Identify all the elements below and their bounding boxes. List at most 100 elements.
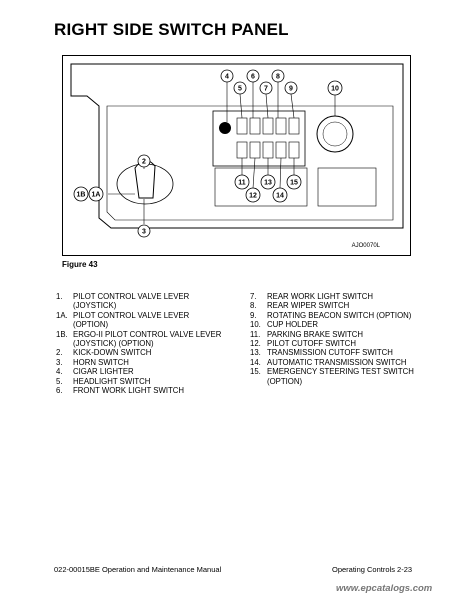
legend-item-number: 13.	[250, 348, 261, 358]
legend-item-line: (OPTION)	[73, 320, 109, 330]
legend-item-line: (JOYSTICK)	[73, 301, 117, 311]
callout-2: 2	[137, 154, 151, 168]
panel-inner-outline	[106, 105, 394, 221]
legend-item-text: FRONT WORK LIGHT SWITCH	[73, 386, 236, 395]
legend-item-line: EMERGENCY STEERING TEST SWITCH	[267, 367, 414, 377]
legend-item: 6. FRONT WORK LIGHT SWITCH	[56, 386, 236, 395]
svg-text:13: 13	[264, 180, 272, 187]
legend-item-text: REAR WIPER SWITCH	[267, 301, 450, 310]
legend-item-text: EMERGENCY STEERING TEST SWITCH(OPTION)	[267, 367, 450, 386]
callout-8: 8	[271, 69, 285, 83]
legend-item: 11.PARKING BRAKE SWITCH	[250, 330, 450, 339]
svg-text:11: 11	[238, 180, 246, 187]
figure-code: AJO0070L	[351, 243, 380, 249]
legend-item-text: AUTOMATIC TRANSMISSION SWITCH	[267, 358, 450, 367]
switch-row-top	[236, 117, 300, 135]
callout-11: 11	[234, 174, 250, 190]
svg-text:3: 3	[142, 229, 146, 236]
cigar-lighter-shape	[219, 122, 231, 134]
legend-item-line: AUTOMATIC TRANSMISSION SWITCH	[267, 357, 407, 367]
legend-item-text: ERGO-II PILOT CONTROL VALVE LEVER(JOYSTI…	[73, 330, 236, 349]
legend-item-number: 14.	[250, 357, 261, 367]
legend-item-text: HORN SWITCH	[73, 358, 236, 367]
callout-5: 5	[233, 81, 247, 95]
legend-item-text: ROTATING BEACON SWITCH (OPTION)	[267, 311, 450, 320]
legend-item-number: 3.	[56, 357, 63, 367]
page-title: RIGHT SIDE SWITCH PANEL	[54, 20, 289, 39]
legend-item: 4. CIGAR LIGHTER	[56, 367, 236, 376]
figure-caption: Figure 43	[62, 260, 98, 269]
legend-right: 7. REAR WORK LIGHT SWITCH 8. REAR WIPER SWI…	[250, 292, 450, 386]
legend-item-text: PILOT CUTOFF SWITCH	[267, 339, 450, 348]
legend-item: 9. ROTATING BEACON SWITCH (OPTION)	[250, 311, 450, 320]
svg-text:2: 2	[142, 159, 146, 166]
footer-manual-title: 022-00015BE Operation and Maintenance Ma…	[54, 565, 222, 574]
legend-item-number: 9.	[250, 310, 257, 320]
svg-text:15: 15	[290, 180, 298, 187]
switch-cluster	[212, 110, 306, 167]
legend-item-number: 7.	[250, 292, 257, 301]
switch-panel-diagram: 4 6 8 5 7 9 10 2 1B 1A 3 11 13 15 12 14	[70, 63, 404, 238]
legend-item: 3. HORN SWITCH	[56, 358, 236, 367]
svg-text:1A: 1A	[92, 192, 101, 199]
legend-item-number: 11.	[250, 329, 261, 339]
figure-box: 4 6 8 5 7 9 10 2 1B 1A 3 11 13 15 12 14 …	[62, 55, 411, 256]
legend-item-text: TRANSMISSION CUTOFF SWITCH	[267, 348, 450, 357]
legend-item: 1A.PILOT CONTROL VALVE LEVER(OPTION)	[56, 311, 236, 330]
svg-text:9: 9	[289, 86, 293, 93]
legend-item-text: PILOT CONTROL VALVE LEVER(OPTION)	[73, 311, 236, 330]
callout-1b: 1B	[73, 186, 89, 202]
callout-7: 7	[259, 81, 273, 95]
legend-item-number: 1B.	[56, 329, 68, 339]
svg-text:12: 12	[249, 193, 257, 200]
legend-item-line: ROTATING BEACON SWITCH (OPTION)	[267, 310, 412, 320]
legend-item-number: 12.	[250, 339, 261, 349]
lower-compartment-right	[317, 167, 377, 207]
legend-item-line: ERGO-II PILOT CONTROL VALVE LEVER	[73, 329, 222, 339]
switch-row-bottom	[236, 141, 300, 159]
legend-item: 10. CUP HOLDER	[250, 320, 450, 329]
callout-15: 15	[286, 174, 302, 190]
legend-item-line: REAR WIPER SWITCH	[267, 301, 350, 311]
legend-item-line: CIGAR LIGHTER	[73, 367, 134, 377]
legend-item: 12. PILOT CUTOFF SWITCH	[250, 339, 450, 348]
legend-item-number: 8.	[250, 301, 257, 311]
callout-10: 10	[327, 80, 343, 96]
callouts: 4 6 8 5 7 9 10 2 1B 1A 3 11 13 15 12 14	[73, 69, 343, 238]
legend-item: 2.KICK-DOWN SWITCH	[56, 348, 236, 357]
legend-item-number: 6.	[56, 386, 63, 396]
legend-item-line: TRANSMISSION CUTOFF SWITCH	[267, 348, 393, 358]
legend-item-text: KICK-DOWN SWITCH	[73, 348, 236, 357]
legend-item: 1.PILOT CONTROL VALVE LEVER(JOYSTICK)	[56, 292, 236, 311]
legend-item-line: CUP HOLDER	[267, 320, 318, 330]
svg-text:6: 6	[251, 74, 255, 81]
legend-item: 13. TRANSMISSION CUTOFF SWITCH	[250, 348, 450, 357]
watermark: www.epcatalogs.com	[336, 583, 433, 594]
legend-item-line: (JOYSTICK) (OPTION)	[73, 339, 154, 349]
svg-text:1B: 1B	[77, 192, 86, 199]
legend-item-line: FRONT WORK LIGHT SWITCH	[73, 386, 185, 396]
svg-text:5: 5	[238, 86, 242, 93]
legend-item: 15. EMERGENCY STEERING TEST SWITCH(OPTION…	[250, 367, 450, 386]
legend-item: 8. REAR WIPER SWITCH	[250, 301, 450, 310]
legend-item-line: PILOT CONTROL VALVE LEVER	[73, 292, 190, 301]
svg-text:4: 4	[225, 74, 229, 81]
svg-text:14: 14	[276, 193, 284, 200]
legend-item-line: HEADLIGHT SWITCH	[73, 376, 151, 386]
cup-holder-shape	[316, 115, 354, 153]
legend-left: 1.PILOT CONTROL VALVE LEVER(JOYSTICK)1A.…	[56, 292, 236, 395]
legend-item-text: REAR WORK LIGHT SWITCH	[267, 292, 450, 301]
svg-text:10: 10	[331, 86, 339, 93]
legend-item-number: 5.	[56, 376, 63, 386]
lower-compartment-left	[214, 167, 308, 207]
legend-item-number: 4.	[56, 367, 63, 377]
callout-6: 6	[246, 69, 260, 83]
callout-14: 14	[272, 187, 288, 203]
legend-item-number: 10.	[250, 320, 261, 330]
legend-item-text: PILOT CONTROL VALVE LEVER(JOYSTICK)	[73, 292, 236, 311]
legend-item-number: 15.	[250, 367, 261, 377]
legend-item: 1B. ERGO-II PILOT CONTROL VALVE LEVER(JOY…	[56, 330, 236, 349]
callout-4: 4	[220, 69, 234, 83]
callout-3: 3	[137, 224, 151, 238]
callout-12: 12	[245, 187, 261, 203]
